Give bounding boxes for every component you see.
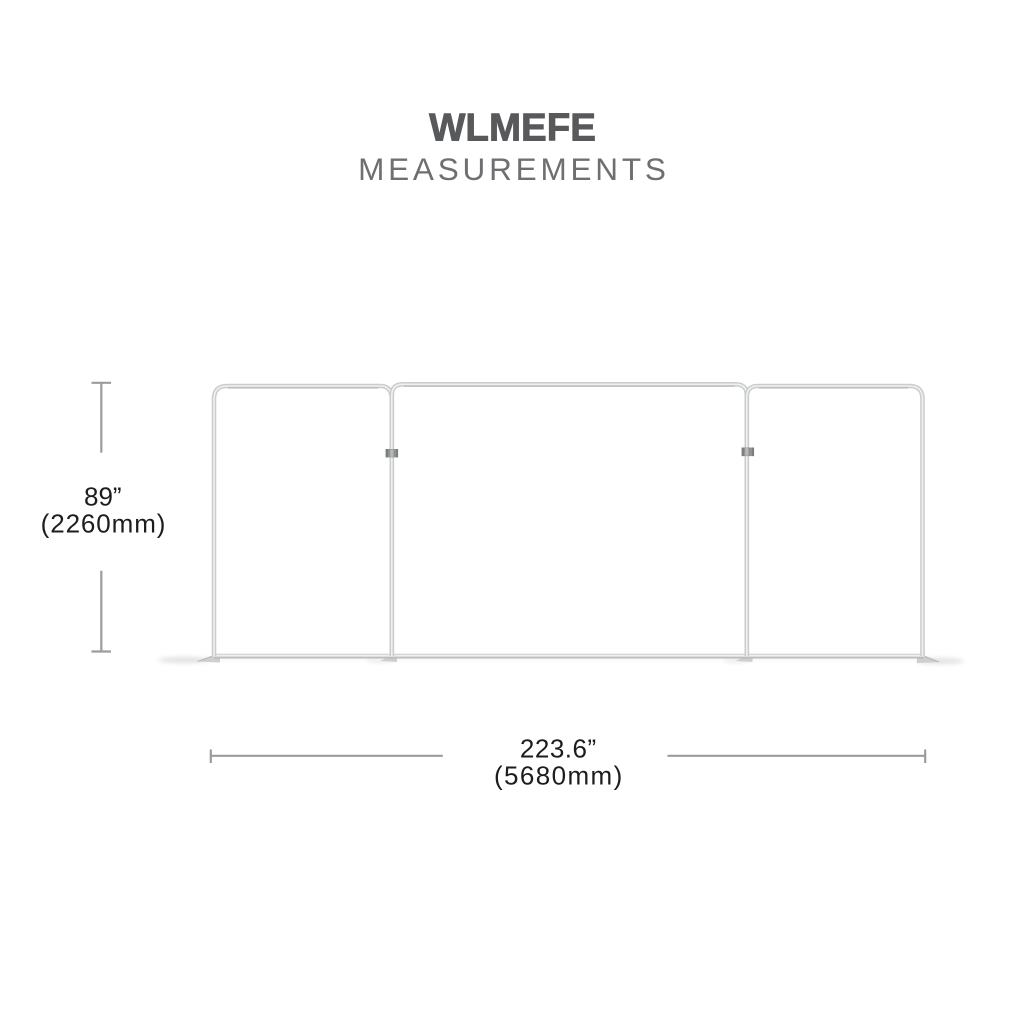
svg-text:MEASUREMENTS: MEASUREMENTS [358,151,670,187]
svg-text:223.6”: 223.6” [520,734,597,764]
svg-text:89”: 89” [84,482,122,512]
svg-text:(5680mm): (5680mm) [494,761,624,791]
svg-text:(2260mm): (2260mm) [41,508,167,538]
svg-text:WLMEFE: WLMEFE [429,107,596,150]
